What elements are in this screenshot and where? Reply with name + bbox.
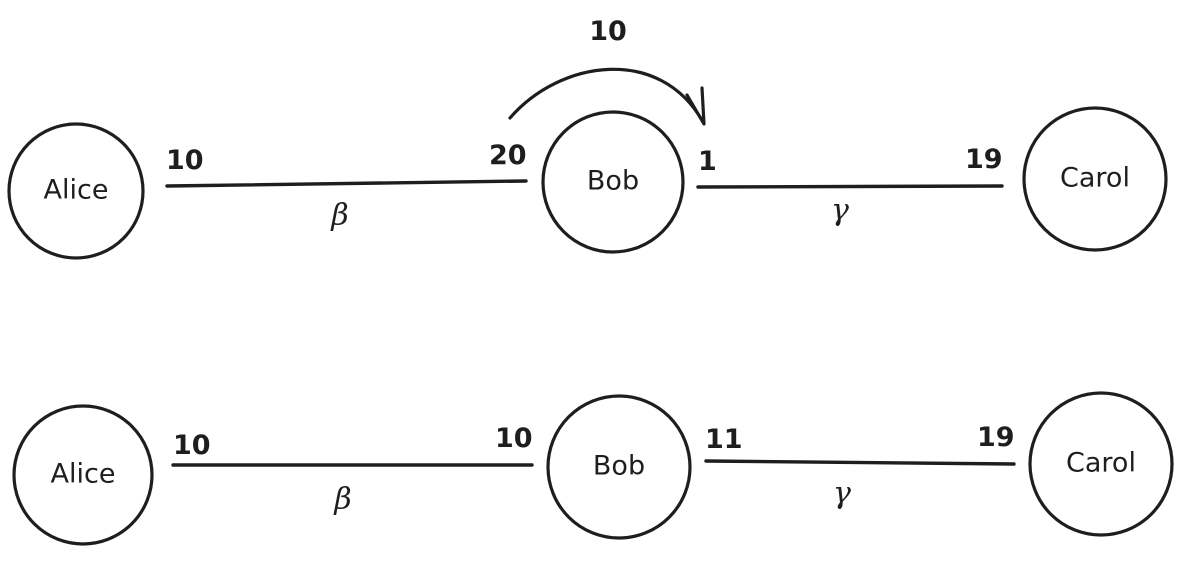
- top-transfer-arrow: 10: [508, 16, 706, 126]
- bottom-edge-bc-line: [704, 459, 1016, 466]
- bottom-carol-node: Carol: [1028, 391, 1174, 537]
- top-edge-bc-channel: γ: [831, 193, 849, 228]
- curved-arrow-icon: [508, 67, 705, 124]
- top-bob-circle: [541, 110, 685, 254]
- top-bob-label: Bob: [587, 166, 639, 197]
- top-alice-label: Alice: [44, 175, 109, 206]
- top-alice-node: Alice: [7, 122, 145, 260]
- top-edge-bc-right-balance: 19: [965, 144, 1003, 175]
- bottom-edge-ab-right-balance: 10: [495, 423, 533, 454]
- top-transfer-amount: 10: [589, 16, 627, 47]
- bottom-row: Alice Bob Carol 10 10 β 11 19 γ: [12, 391, 1174, 546]
- top-edge-ab-channel: β: [330, 198, 348, 233]
- bottom-bob-label: Bob: [593, 451, 645, 482]
- top-edge-ab-line: [165, 179, 528, 188]
- bottom-alice-circle: [12, 404, 154, 546]
- bottom-edge-ab-left-balance: 10: [173, 430, 211, 461]
- top-edge-bc-left-balance: 1: [698, 146, 717, 177]
- bottom-bob-circle: [546, 394, 692, 540]
- bottom-edge-bc-channel: γ: [833, 476, 851, 511]
- bottom-carol-label: Carol: [1066, 448, 1136, 479]
- top-edge-ab-left-balance: 10: [166, 145, 204, 176]
- bottom-bob-node: Bob: [546, 394, 692, 540]
- bottom-alice-label: Alice: [51, 459, 116, 490]
- top-bob-node: Bob: [541, 110, 685, 254]
- bottom-carol-circle: [1028, 391, 1174, 537]
- top-edge-bob-carol: 1 19 γ: [696, 144, 1004, 228]
- top-alice-circle: [7, 122, 145, 260]
- bottom-edge-alice-bob: 10 10 β: [171, 423, 534, 517]
- top-edge-alice-bob: 10 20 β: [165, 140, 528, 233]
- arrow-head-icon: [685, 86, 706, 126]
- bottom-edge-bc-right-balance: 19: [977, 422, 1015, 453]
- top-carol-circle: [1022, 106, 1168, 252]
- top-edge-ab-right-balance: 20: [489, 140, 527, 171]
- bottom-edge-ab-channel: β: [333, 482, 351, 517]
- bottom-edge-bc-left-balance: 11: [705, 424, 743, 455]
- top-edge-bc-line: [696, 184, 1004, 189]
- top-carol-node: Carol: [1022, 106, 1168, 252]
- bottom-edge-bob-carol: 11 19 γ: [704, 422, 1016, 511]
- top-row: Alice Bob Carol 10 20 β 1 19 γ: [7, 16, 1168, 260]
- top-carol-label: Carol: [1060, 163, 1130, 194]
- bottom-alice-node: Alice: [12, 404, 154, 546]
